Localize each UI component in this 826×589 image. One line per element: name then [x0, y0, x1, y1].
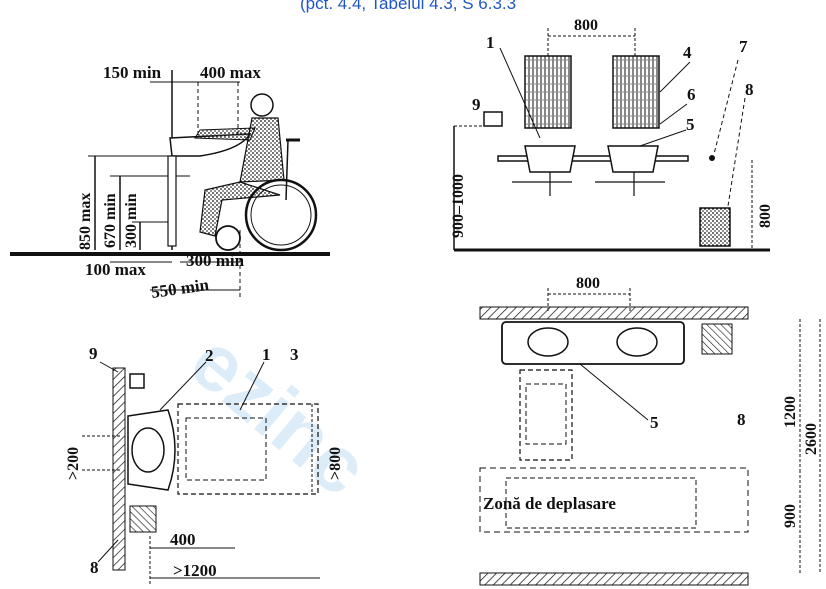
- wall-left: [112, 367, 126, 571]
- panel-row-plan: 800 Zonă de deplasare 5 8 1200 2600 900: [479, 275, 821, 586]
- label-8-plan: 8: [90, 558, 99, 577]
- header-caption: (pct. 4.4, Tabelul 4.3, S 6.3.3: [300, 0, 516, 13]
- dim-800-plan: >800: [327, 447, 344, 480]
- basin-right: [607, 145, 659, 173]
- label-2: 2: [205, 346, 214, 365]
- label-5-top: 5: [686, 115, 695, 134]
- panel-basin-plan: >200 >800 400 >1200 9 2 1 3 8: [65, 344, 344, 585]
- label-8-row: 8: [737, 410, 746, 429]
- dim-300-vertical: 300 min: [123, 193, 140, 248]
- dim-900-1000: 900–1000: [450, 174, 467, 238]
- label-7: 7: [739, 37, 748, 56]
- waste-bin: [699, 207, 731, 247]
- dim-200: >200: [65, 447, 82, 480]
- bin-plan: [129, 505, 157, 533]
- mirror-right: [612, 55, 660, 129]
- wheelchair-row-left: [519, 369, 573, 461]
- dim-900-row: 900: [782, 504, 799, 528]
- hook: [709, 155, 715, 161]
- panel-basins-elevation: 800 900–1000 800 1 4 6 5 7 8 9: [450, 17, 774, 252]
- soap-dispenser: [483, 111, 503, 127]
- dim-400: 400 max: [200, 63, 261, 82]
- dim-150: 150 min: [103, 63, 162, 82]
- dim-2600-row: 2600: [803, 423, 820, 455]
- person-head: [250, 93, 274, 117]
- person-body: [239, 117, 285, 183]
- wheelchair-wheel: [244, 178, 318, 252]
- dim-400-plan: 400: [170, 530, 196, 549]
- basin-left: [524, 145, 576, 173]
- dim-100: 100 max: [85, 260, 146, 279]
- dim-850: 850 max: [77, 193, 94, 250]
- dim-800-top: 800: [574, 17, 598, 34]
- label-9-plan: 9: [89, 344, 98, 363]
- dim-1200-plan: >1200: [173, 561, 217, 580]
- dim-800-side: 800: [757, 204, 774, 228]
- label-1-plan: 1: [262, 345, 271, 364]
- label-1-top: 1: [486, 33, 495, 52]
- dim-300-horizontal: 300 min: [186, 251, 245, 270]
- basin-row-left: [527, 327, 569, 357]
- mirror-left: [524, 55, 572, 129]
- label-3: 3: [290, 345, 299, 364]
- zone-label: Zonă de deplasare: [483, 494, 616, 513]
- circulation-zone: [479, 467, 749, 533]
- label-4: 4: [683, 43, 692, 62]
- dim-550: 550 min: [150, 275, 211, 302]
- dim-1200-row: 1200: [782, 396, 799, 428]
- label-9-top: 9: [472, 95, 481, 114]
- basin-row-right: [616, 327, 658, 357]
- label-8-top: 8: [745, 80, 754, 99]
- panel-wheelchair-elevation: 850 max 670 min 300 min 150 min 400 max …: [10, 63, 330, 302]
- label-6: 6: [687, 85, 696, 104]
- dim-670: 670 min: [102, 193, 119, 248]
- wheelchair-area: [177, 403, 319, 495]
- shelf: [497, 155, 689, 162]
- dim-800-row: 800: [576, 275, 600, 292]
- label-5-row: 5: [650, 413, 659, 432]
- bin-row: [701, 323, 733, 355]
- wall-bottom: [479, 572, 749, 586]
- wall-top: [479, 306, 749, 320]
